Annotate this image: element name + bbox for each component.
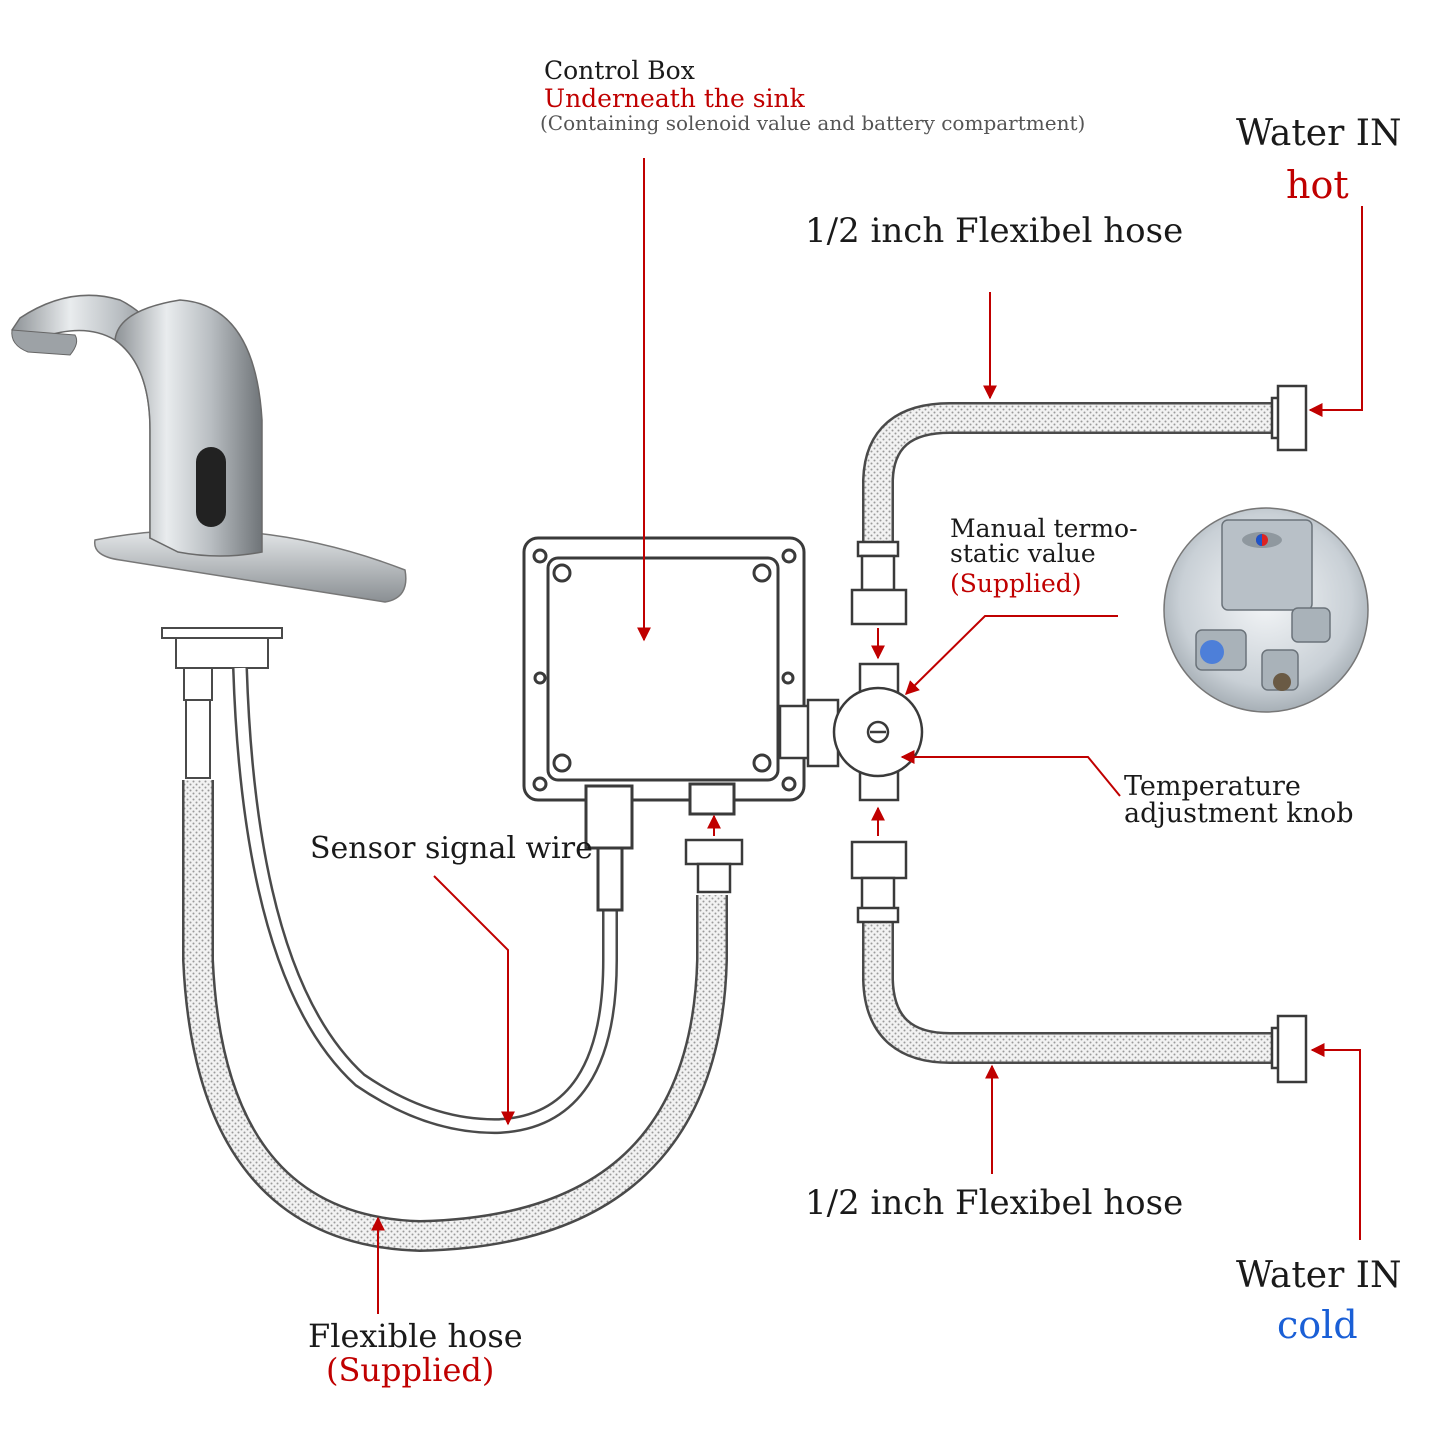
cold-hose-fittings (850, 840, 1308, 1084)
water-in-cold-title: Water IN (1236, 1255, 1402, 1296)
sensor-signal-wire (232, 667, 618, 1135)
valve-supplied: (Supplied) (950, 569, 1082, 598)
control-box-title: Control Box (544, 56, 695, 85)
hot-hose-fittings (850, 384, 1308, 626)
water-in-cold-temp: cold (1277, 1303, 1358, 1347)
knob-label-line2: adjustment knob (1124, 798, 1354, 829)
flexible-hose-supplied: (Supplied) (326, 1351, 495, 1389)
sensor-window-icon (196, 447, 226, 527)
faucet-mount (161, 627, 283, 779)
valve-photo (1163, 507, 1369, 713)
control-box-subtitle: Underneath the sink (544, 84, 805, 113)
flexible-hose (182, 780, 728, 1253)
cold-supply-hose (862, 915, 1280, 1064)
control-box-note: (Containing solenoid value and battery c… (540, 111, 1086, 135)
hose-connector (684, 838, 744, 894)
hose-bottom-label: 1/2 inch Flexibel hose (805, 1183, 1184, 1223)
thermostatic-valve (778, 662, 924, 802)
flexible-hose-title: Flexible hose (308, 1317, 523, 1355)
leader-lines (371, 158, 1363, 1314)
water-in-hot-title: Water IN (1236, 113, 1402, 154)
valve-label-line1: Manual termo- (950, 514, 1138, 543)
sensor-wire-label: Sensor signal wire (310, 831, 593, 866)
faucet (11, 294, 407, 603)
water-in-hot-temp: hot (1286, 163, 1349, 207)
knob-label-line1: Temperature (1124, 771, 1301, 802)
valve-label-line2: static value (950, 539, 1096, 568)
hot-supply-hose (862, 402, 1280, 548)
control-box (522, 536, 806, 912)
hose-top-label: 1/2 inch Flexibel hose (805, 211, 1184, 251)
